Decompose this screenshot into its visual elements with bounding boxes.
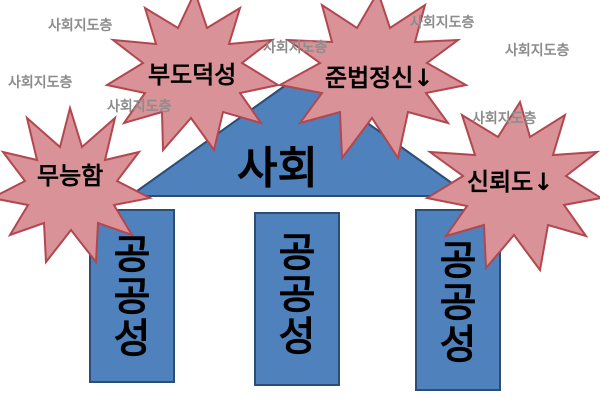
pillar-char: 성 (439, 322, 477, 368)
burst-label-trust: 신뢰도↓ (467, 168, 554, 196)
pillar-char: 공 (439, 280, 477, 326)
roof-label: 사회 (237, 143, 318, 194)
pillar-char: 공 (278, 272, 316, 318)
burst-top-left (104, 0, 281, 153)
background-label: 사회지도층 (8, 75, 73, 91)
pillar-center-shape (254, 212, 340, 386)
burst-label-immorality: 부도덕성 (148, 61, 237, 89)
burst-right (424, 99, 600, 273)
pillar-label-right: 공 공 성 (416, 240, 500, 366)
pillar-char: 성 (113, 316, 151, 362)
background-label: 사회지도층 (263, 40, 328, 56)
background-label: 사회지도층 (48, 18, 113, 34)
burst-top-right (277, 0, 469, 161)
pillar-label-left: 공 공 성 (90, 234, 174, 360)
pillar-char: 공 (278, 230, 316, 276)
pillar-left-shape (89, 209, 175, 383)
burst-label-lawfulness: 준법정신↓ (325, 64, 434, 92)
pillar-char: 공 (113, 274, 151, 320)
pillar-char: 공 (439, 238, 477, 284)
burst-label-incompetence: 무능함 (37, 162, 104, 190)
background-label: 사회지도층 (505, 43, 570, 59)
burst-left (0, 104, 154, 265)
pillar-label-center: 공 공 성 (255, 232, 339, 358)
background-label: 사회지도층 (107, 99, 172, 115)
pillar-char: 공 (113, 232, 151, 278)
background-label: 사회지도층 (472, 111, 537, 127)
pillar-char: 성 (278, 314, 316, 360)
background-label: 사회지도층 (410, 15, 475, 31)
